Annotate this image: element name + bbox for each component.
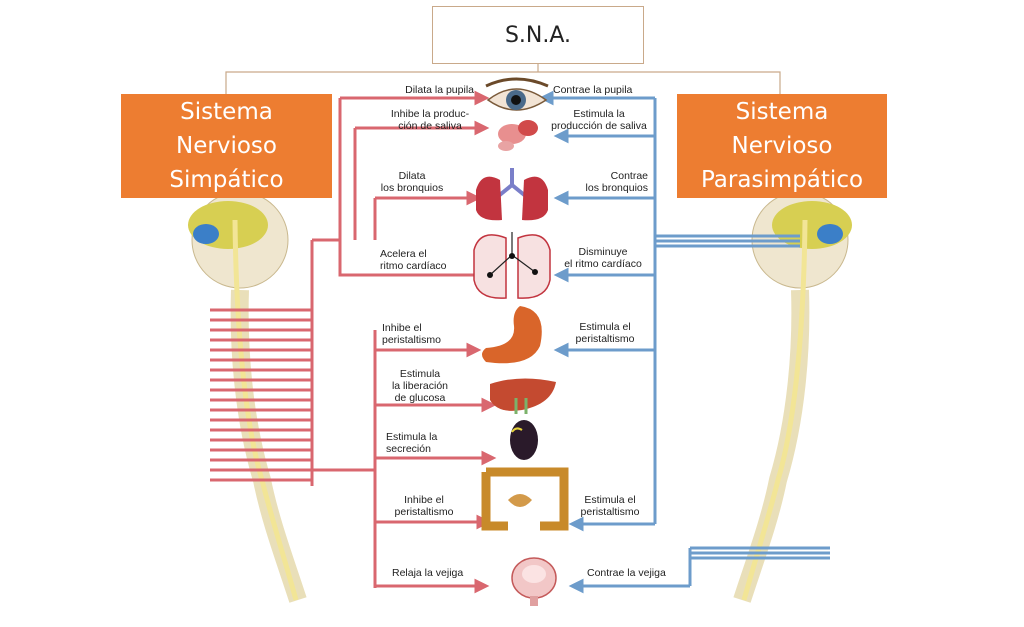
parasympathetic-effect-saliva: Estimula la producción de saliva (551, 108, 647, 132)
sympathetic-effect-pancreas: Estimula la secreción (386, 431, 438, 455)
eye-icon (485, 77, 549, 111)
liver-icon (490, 378, 556, 414)
sympathetic-effect-bladder: Relaja la vejiga (392, 567, 464, 579)
bronchi-lungs-icon (476, 168, 548, 221)
salivary-gland-icon (498, 120, 538, 151)
bladder-icon (511, 557, 557, 606)
intestine-icon (481, 467, 569, 531)
parasympathetic-effect-intestine: Estimula el peristaltismo (580, 494, 640, 518)
sympathetic-effect-liver: Estimula la liberación de glucosa (391, 368, 449, 404)
sympathetic-effect-stomach: Inhibe el peristaltismo (382, 322, 441, 346)
parasympathetic-system-label: Sistema Nervioso Parasimpático (677, 94, 887, 198)
parasympathetic-effect-stomach: Estimula el peristaltismo (575, 321, 635, 345)
pancreas-icon (510, 420, 538, 460)
parasympathetic-effect-bladder: Contrae la vejiga (587, 567, 666, 579)
sna-title: S.N.A. (432, 6, 644, 64)
parasympathetic-effect-heart: Disminuye el ritmo cardíaco (564, 246, 642, 270)
title-connector (225, 64, 781, 94)
parasympathetic-effect-bronchi: Contrae los bronquios (585, 170, 648, 194)
parasympathetic-effect-eye: Contrae la pupila (553, 84, 633, 96)
parasympathetic-arrows (538, 90, 690, 594)
sympathetic-arrows (338, 90, 497, 594)
sympathetic-system-label: Sistema Nervioso Simpático (121, 94, 332, 198)
parasympathetic-pathways (653, 98, 830, 586)
right-skeleton-icon (733, 191, 852, 603)
sympathetic-effect-intestine: Inhibe el peristaltismo (394, 494, 454, 518)
sympathetic-effect-eye: Dilata la pupila (405, 84, 474, 96)
sympathetic-effect-bronchi: Dilata los bronquios (380, 170, 444, 194)
sympathetic-effect-saliva: Inhibe la produc- ción de saliva (390, 108, 470, 132)
left-skeleton-icon (188, 191, 307, 603)
sympathetic-pathways (210, 98, 377, 588)
heart-lungs-icon (473, 232, 551, 299)
sympathetic-effect-heart: Acelera el ritmo cardíaco (380, 248, 447, 272)
stomach-icon (482, 306, 542, 364)
